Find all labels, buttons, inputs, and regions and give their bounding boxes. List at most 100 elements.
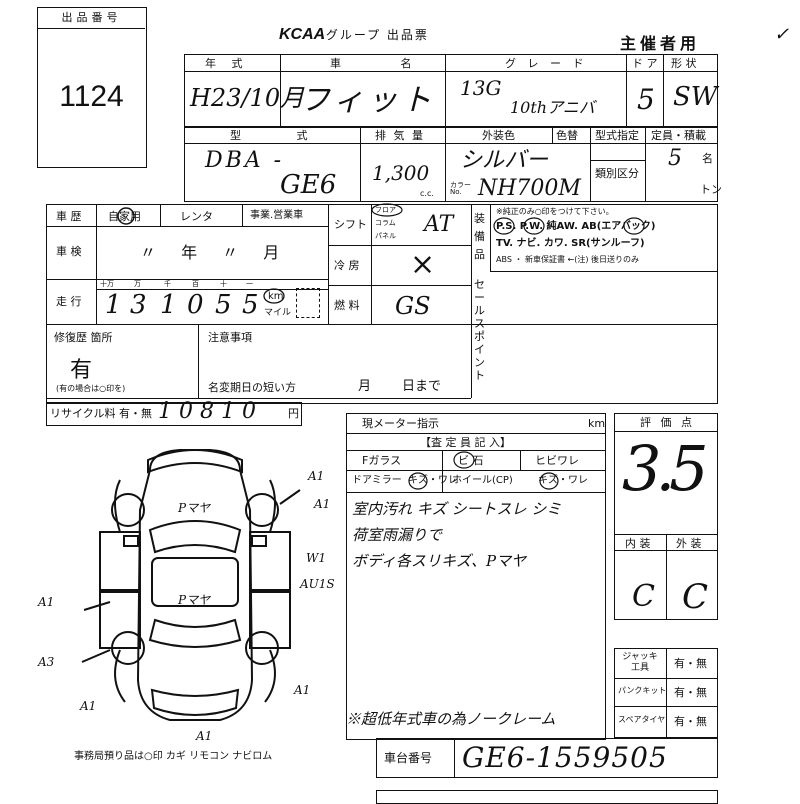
equipment-line-2: TV. ナビ. カワ. SR(サンルーフ) (496, 238, 645, 249)
grade-value-1: 13G (460, 76, 502, 100)
jack-yesno: 有・無 (674, 657, 707, 670)
model-value-2: GE6 (280, 170, 337, 200)
vehicle-id-table (184, 54, 718, 202)
spare-yesno: 有・無 (674, 715, 707, 728)
damage-mark: A1 (308, 469, 325, 483)
org-logo: KCAA (279, 26, 326, 43)
mile-unit: マイル (264, 308, 292, 318)
mileage-digit: 1 (160, 290, 177, 320)
capacity-value: 5 (668, 146, 682, 171)
capacity-header: 定員・積載 (651, 129, 706, 142)
glass-label: Fガラス (362, 454, 402, 467)
history-rental: レンタ (180, 210, 213, 223)
damage-mark: A1 (38, 595, 55, 609)
spare-header: スペアタイヤ (618, 715, 666, 724)
month-label: 月 (358, 379, 372, 394)
displacement-header: 排 気 量 (375, 129, 425, 142)
chassis-value: GE6-1559505 (462, 741, 668, 774)
exterior-value: C (682, 577, 709, 617)
chassis-header: 車台番号 (384, 751, 433, 765)
displacement-value: 1,300 (372, 161, 430, 185)
mileage-digit: 0 (187, 290, 204, 320)
exterior-header: 外 装 (676, 537, 702, 550)
recycle-row (46, 402, 302, 426)
history-header: 車 歴 (56, 210, 82, 223)
grade-value-2: 10thアニバ (510, 98, 595, 117)
sales-point-label: セールスポイント (474, 278, 485, 382)
damage-mark: W1 (306, 551, 326, 565)
yen-unit: 円 (288, 407, 299, 420)
color-no-value: NH700M (478, 176, 581, 201)
damage-mark: A1 (80, 699, 97, 713)
model-value-1: DBA - (205, 148, 285, 173)
year-value: H23/10月 (190, 84, 305, 112)
inspection-header: 車 検 (56, 245, 82, 258)
shape-value: SW (673, 82, 718, 112)
inspection-value: 〃 年 〃 月 (140, 243, 290, 262)
repair-value: 有 (70, 358, 93, 383)
type-spec-header: 型式指定 (595, 129, 639, 142)
car-name-value: フィット (300, 83, 436, 118)
class-header: 類別区分 (595, 167, 639, 180)
year-header: 年 式 (205, 57, 249, 70)
equipment-circles (493, 217, 645, 235)
inspection-note-1: 室内汚れ キズ シートスレ シミ (352, 500, 562, 518)
meter-km: km (588, 417, 606, 430)
inspector-circles (408, 451, 559, 490)
corner-mark: ✓ (774, 24, 790, 45)
repair-note: (有の場合は○印を) (56, 384, 126, 393)
day-label: 日まで (402, 379, 442, 394)
km-unit: km (268, 291, 284, 302)
inspector-box (346, 413, 606, 740)
digit-label: 百 (192, 280, 199, 288)
ac-header: 冷 房 (334, 259, 360, 272)
crack-label: ヒビワレ (535, 454, 579, 467)
mileage-digit: 3 (130, 290, 147, 320)
digit-label: 千 (164, 280, 171, 288)
shape-header: 形 状 (671, 57, 697, 70)
jack-header: ジャッキ 工具 (622, 652, 658, 673)
exterior-color-value: シルバー (460, 148, 549, 173)
equipment-line-3: ABS ・ 新車保証書 ←(注) 後日送りのみ (496, 255, 640, 264)
damage-mark: Pマヤ (178, 593, 211, 607)
lot-label: 出品番号 (61, 11, 122, 24)
shift-header: シフト (334, 218, 367, 231)
lot-number-box: 出品番号 1124 (37, 7, 147, 168)
private-circle (117, 207, 135, 225)
name-change-label: 名変期日の短い方 (208, 381, 296, 394)
puncture-header: パンクキット (618, 686, 667, 695)
damage-mark: A1 (196, 729, 213, 743)
cc-unit: c.c. (420, 189, 434, 198)
bottom-box (376, 790, 718, 804)
mile-checkbox (296, 288, 320, 318)
mileage-header: 走 行 (56, 295, 82, 308)
floor-circle (371, 203, 403, 217)
ton-unit: トン (700, 183, 722, 196)
mirror-label: ドアミラー (352, 475, 402, 486)
chassis-row (376, 738, 718, 778)
damage-mark: AU1S (300, 577, 335, 591)
doors-header: ド ア (632, 57, 658, 70)
rating-score: 3.5 (622, 432, 709, 505)
capacity-unit: 名 (702, 152, 713, 165)
mileage-digit: 5 (242, 290, 259, 320)
car-diagram (81, 449, 301, 721)
name-header: 車 名 (330, 57, 440, 70)
color-no-header: カラー No. (450, 181, 471, 196)
mileage-digit: 5 (215, 290, 232, 320)
rating-header: 評 価 点 (640, 416, 695, 429)
grade-header: グ レ ー ド (505, 57, 588, 70)
exterior-color-header: 外装色 (482, 129, 515, 142)
notes-header: 注意事項 (208, 331, 252, 344)
km-circle (263, 288, 285, 304)
model-header: 型 式 (230, 129, 334, 142)
damage-mark: A1 (314, 497, 331, 511)
digit-label: 十万 (100, 280, 114, 288)
inspector-header: 【査 定 員 記 入】 (420, 436, 511, 449)
equipment-note: ※純正のみ○印をつけて下さい。 (496, 207, 614, 216)
history-private: 自家用 (108, 210, 141, 223)
bottom-note: ※超低年式車の為ノークレーム (346, 710, 556, 728)
history-business: 事業.営業車 (250, 210, 304, 221)
damage-mark: A3 (38, 655, 55, 669)
digit-label: 十 (220, 280, 227, 288)
